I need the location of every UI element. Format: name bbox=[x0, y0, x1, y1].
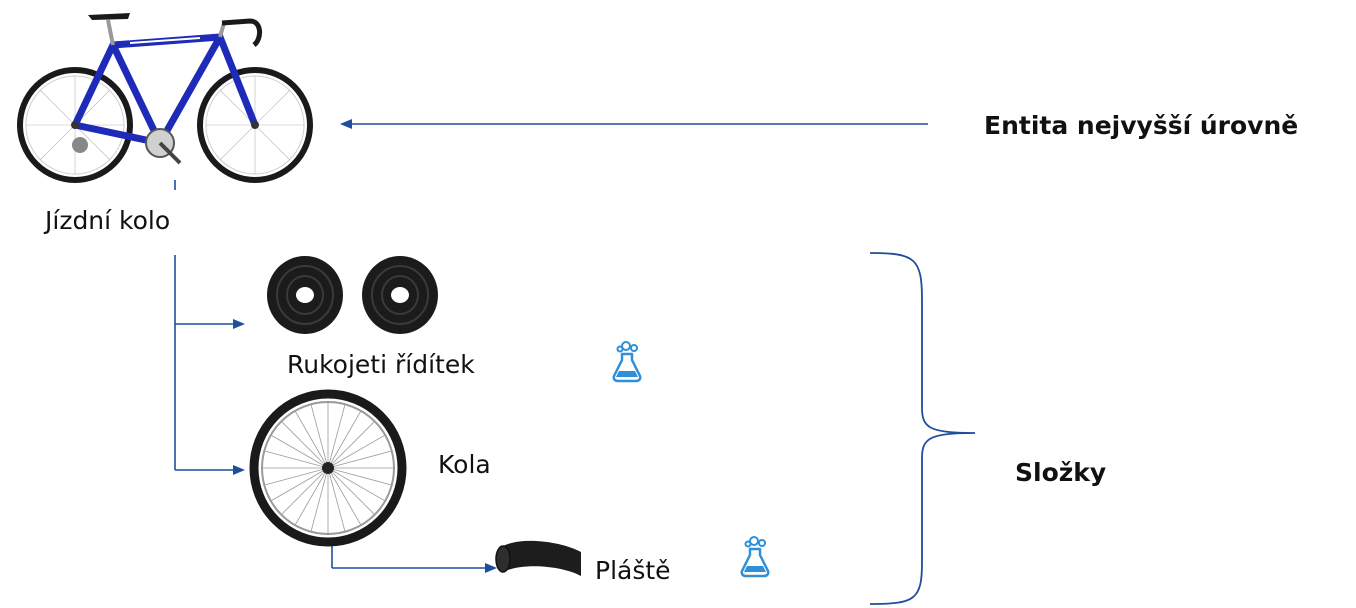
wheel-spoke bbox=[281, 421, 329, 469]
tires-label: Pláště bbox=[595, 556, 671, 585]
wheel-spoke bbox=[327, 467, 386, 502]
bike-label: Jízdní kolo bbox=[45, 206, 171, 235]
bicycle-image bbox=[17, 13, 313, 183]
wheel-spoke bbox=[264, 467, 329, 486]
components-label: Složky bbox=[1015, 458, 1107, 487]
wheel-spoke bbox=[327, 434, 386, 469]
wheel-spoke bbox=[294, 467, 329, 526]
wheel-spoke bbox=[281, 467, 329, 515]
wheel-spoke bbox=[327, 467, 362, 526]
wheel-spoke bbox=[310, 404, 329, 469]
wheel-spoke bbox=[310, 467, 329, 532]
wheel-spoke bbox=[327, 421, 375, 469]
grips-label: Rukojeti řídítek bbox=[287, 350, 475, 379]
top-level-entity-label: Entita nejvyšší úrovně bbox=[984, 111, 1299, 140]
wheel-spoke bbox=[294, 410, 329, 469]
wheel-spoke bbox=[327, 404, 346, 469]
wheel-spoke bbox=[327, 467, 346, 532]
components-brace bbox=[869, 252, 976, 605]
wheel-image bbox=[249, 389, 407, 547]
flask-icon bbox=[740, 536, 770, 578]
tire-image bbox=[495, 540, 581, 576]
wheel-spoke bbox=[270, 434, 329, 469]
wheel-spoke bbox=[264, 450, 329, 469]
flask-icon bbox=[612, 341, 642, 383]
bar-tape-rolls-image bbox=[267, 256, 438, 334]
wheel-spoke bbox=[327, 467, 375, 515]
wheel-spoke bbox=[327, 410, 362, 469]
wheel-spoke bbox=[327, 450, 392, 469]
wheel-spoke bbox=[327, 467, 392, 486]
wheel-spoke bbox=[270, 467, 329, 502]
wheels-label: Kola bbox=[438, 450, 491, 479]
